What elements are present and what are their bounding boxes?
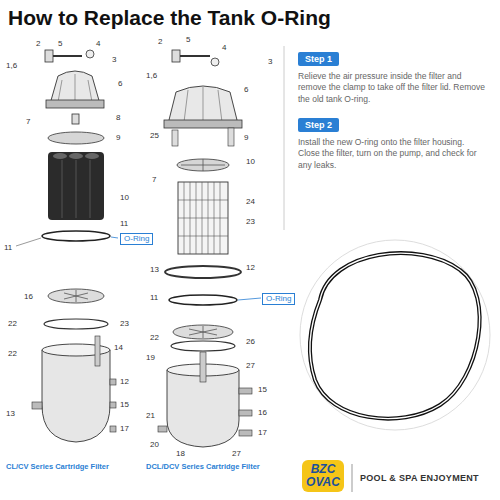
callout-number: 9 (244, 134, 248, 142)
callout-number: 4 (222, 44, 226, 52)
callout-number: 6 (118, 80, 122, 88)
callout-number: 13 (150, 266, 159, 274)
callout-number: 22 (8, 350, 17, 358)
brand-badge: BZC OVAC (302, 460, 344, 492)
callout-number: 5 (58, 40, 62, 48)
callout-number: 8 (116, 114, 120, 122)
callout-number: 5 (186, 36, 190, 44)
callout-number: 16 (258, 409, 267, 417)
callout-number: 15 (120, 401, 129, 409)
callout-number: 27 (246, 362, 255, 370)
callout-number: 10 (246, 158, 255, 166)
node-text: O-Ring (266, 294, 291, 304)
callout-number: 11 (150, 294, 158, 302)
callout-number: 7 (152, 176, 156, 184)
callout-number: 3 (112, 56, 116, 64)
callout-number: 14 (114, 344, 123, 352)
callout-number: 22 (8, 320, 17, 328)
callout-number: 12 (120, 378, 129, 386)
callout-number: 1,6 (146, 72, 157, 80)
callout-number: 22 (150, 334, 159, 342)
step-text: Install the new O-ring onto the filter h… (298, 137, 488, 171)
callout-number: 1,6 (6, 62, 17, 70)
callout-number: 9 (116, 134, 120, 142)
callout-number: 17 (120, 425, 129, 433)
node-text: Step 2 (305, 120, 332, 130)
brand-tagline: POOL & SPA ENJOYMENT (360, 473, 479, 483)
series-caption: CL/CV Series Cartridge Filter (6, 462, 109, 471)
callout-number: 6 (244, 86, 248, 94)
series-caption: DCL/DCV Series Cartridge Filter (146, 462, 260, 471)
callout-number: 12 (246, 264, 255, 272)
oring-tag: O-Ring (120, 233, 153, 245)
callout-number: 7 (26, 118, 30, 126)
callout-number: 18 (176, 450, 185, 458)
callout-number: 20 (150, 441, 159, 449)
step-tag: Step 1 (298, 52, 339, 66)
callout-number: 23 (120, 320, 129, 328)
callout-number: 13 (6, 410, 15, 418)
diagram-title: How to Replace the Tank O-Ring (8, 6, 331, 30)
callout-number: 2 (36, 40, 40, 48)
callout-number: 11 (120, 220, 128, 228)
callout-number: 4 (96, 40, 100, 48)
node-text: BZC OVAC (302, 463, 344, 489)
callout-number: 2 (158, 38, 162, 46)
callout-number: 15 (258, 386, 267, 394)
step-tag: Step 2 (298, 118, 339, 132)
oring-tag: O-Ring (262, 293, 295, 305)
callout-number: 26 (246, 338, 255, 346)
callout-number: 16 (24, 293, 33, 301)
node-text: O-Ring (124, 234, 149, 244)
callout-number: 21 (146, 412, 155, 420)
callout-number: 25 (150, 132, 159, 140)
callout-number: 24 (246, 198, 255, 206)
callout-number: 19 (146, 354, 155, 362)
callout-number: 10 (120, 194, 129, 202)
callout-number: 23 (246, 218, 255, 226)
node-text: Step 1 (305, 54, 332, 64)
callout-number: 27 (232, 450, 241, 458)
callout-number: 11 (4, 244, 12, 252)
callout-number: 3 (268, 58, 272, 66)
step-text: Relieve the air pressure inside the filt… (298, 71, 488, 105)
callout-number: 17 (258, 429, 267, 437)
